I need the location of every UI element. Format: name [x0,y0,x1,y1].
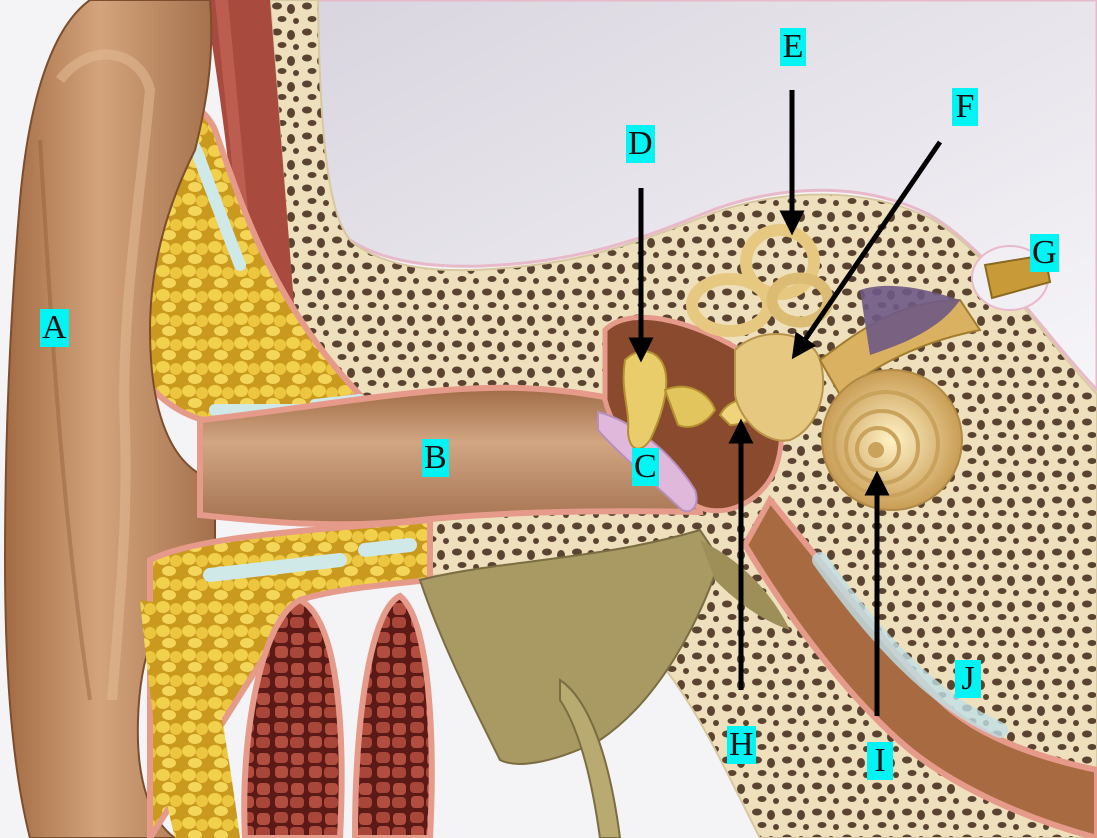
auricle [3,0,216,838]
label-h: H [727,726,756,764]
label-g: G [1030,234,1059,272]
label-i: I [867,742,893,780]
label-j: J [955,660,981,698]
malleus [622,350,668,450]
lower-muscle-2 [351,592,435,838]
label-f: F [952,88,978,126]
styloid-process [559,678,622,838]
ear-canal [197,384,704,528]
lower-muscle-1 [241,596,345,838]
mastoid-process [418,528,722,765]
label-e: E [780,28,806,66]
arrow-f [791,140,943,360]
label-d: D [626,125,655,163]
label-c: C [632,448,659,486]
lower-fat-tissue [147,516,433,838]
label-a: A [40,309,69,347]
incus [663,385,717,428]
vestibulocochlear-nerve [818,298,982,397]
label-b: B [422,439,449,477]
semicircular-canal-lateral [766,272,834,328]
